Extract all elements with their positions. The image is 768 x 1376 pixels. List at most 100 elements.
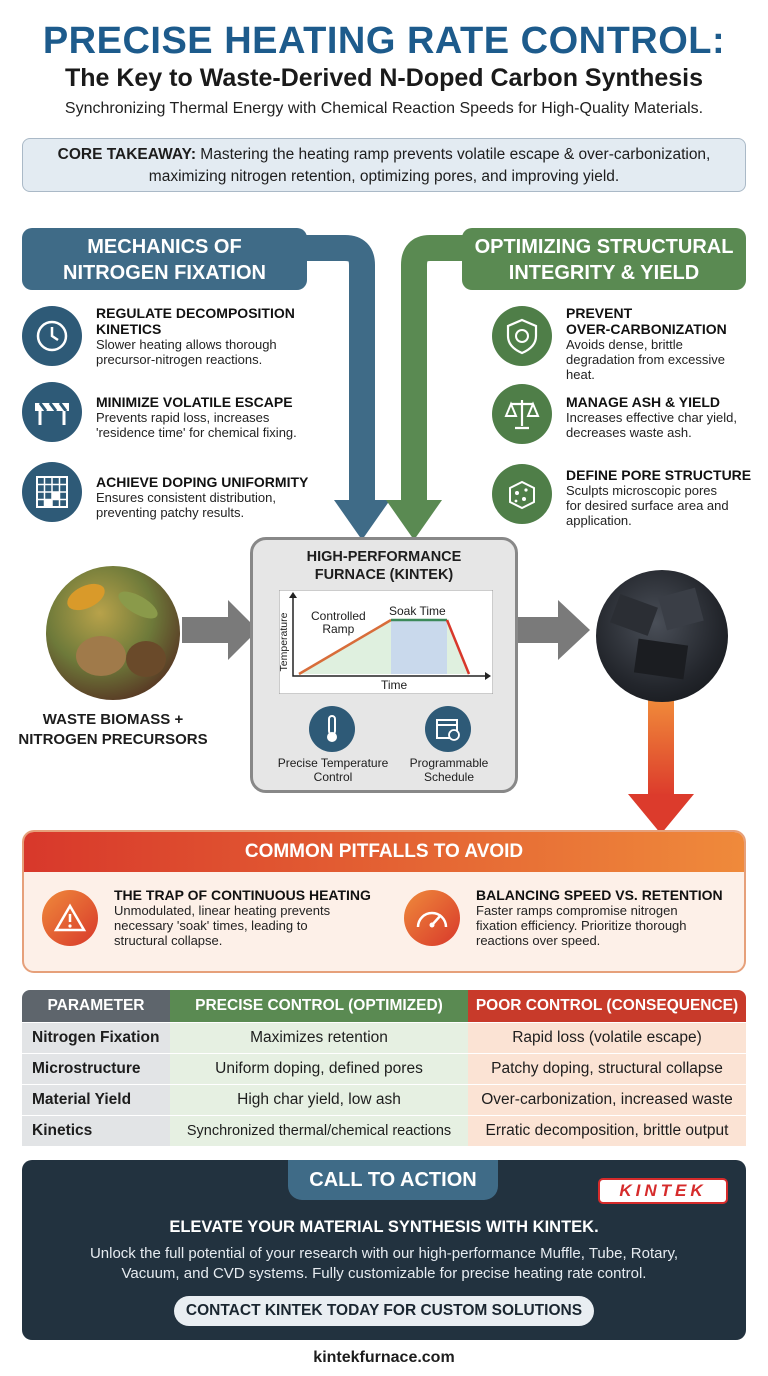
pitfalls-panel: COMMON PITFALLS TO AVOID THE TRAP OF CON… (22, 830, 746, 973)
row-1-poor: Rapid loss (volatile escape) (468, 1022, 746, 1054)
input-label: WASTE BIOMASS + NITROGEN PRECURSORS (0, 710, 226, 750)
left-item-3-desc-2: preventing patchy results. (96, 505, 245, 520)
row-4-precise: Synchronized thermal/chemical reactions (170, 1115, 468, 1147)
pitfall-2-desc-2: fixation efficiency. Prioritize thorough (476, 918, 687, 933)
output-arrowhead (558, 600, 590, 660)
cta-body-2: Vacuum, and CVD systems. Fully customiza… (121, 1265, 647, 1282)
header-precise: PRECISE CONTROL (OPTIMIZED) (170, 990, 468, 1023)
left-title-2: NITROGEN FIXATION (63, 262, 266, 284)
balance-scale-icon (492, 384, 552, 444)
furnace-title: HIGH-PERFORMANCE FURNACE (KINTEK) (253, 548, 515, 584)
left-item-2-desc-2: 'residence time' for chemical fixing. (96, 425, 297, 440)
warning-icon (42, 890, 98, 946)
cta-headline: ELEVATE YOUR MATERIAL SYNTHESIS WITH KIN… (169, 1218, 599, 1236)
cta-body: Unlock the full potential of your resear… (22, 1244, 746, 1284)
furnace-control-label-2: Programmable Schedule (393, 756, 505, 784)
furnace-title-1: HIGH-PERFORMANCE (306, 549, 462, 565)
left-item-1-desc-1: Slower heating allows thorough (96, 337, 277, 352)
header-poor: POOR CONTROL (CONSEQUENCE) (468, 990, 746, 1023)
core-text-1: Mastering the heating ramp prevents vola… (196, 146, 711, 163)
pitfall-1-desc-1: Unmodulated, linear heating prevents (114, 903, 331, 918)
blue-arrowhead (334, 500, 390, 540)
right-item-3: DEFINE PORE STRUCTURE Sculpts microscopi… (566, 467, 766, 528)
left-item-3: ACHIEVE DOPING UNIFORMITY Ensures consis… (96, 474, 326, 520)
result-arrow-shaft (648, 700, 674, 796)
table-row: Nitrogen Fixation Maximizes retention Ra… (22, 1022, 746, 1054)
row-1-precise: Maximizes retention (170, 1022, 468, 1054)
right-item-3-desc-3: application. (566, 513, 632, 528)
row-2-param: Microstructure (22, 1053, 170, 1085)
core-takeaway-box: CORE TAKEAWAY: Mastering the heating ram… (22, 138, 746, 192)
clock-icon (22, 306, 82, 366)
right-title-1: OPTIMIZING STRUCTURAL (474, 236, 734, 258)
left-item-2-desc-1: Prevents rapid loss, increases (96, 410, 270, 425)
kintek-logo: KINTEK (598, 1178, 728, 1204)
chart-soak-label: Soak Time (389, 604, 446, 618)
ctrl1-line-1: Precise Temperature (277, 756, 389, 770)
page-title: PRECISE HEATING RATE CONTROL: (42, 20, 726, 62)
contact-button[interactable]: CONTACT KINTEK TODAY FOR CUSTOM SOLUTION… (174, 1296, 594, 1326)
row-4-poor: Erratic decomposition, brittle output (468, 1115, 746, 1147)
ctrl2-line-1: Programmable (409, 756, 489, 770)
carbon-product-image (596, 570, 728, 702)
ctrl1-line-2: Control (313, 770, 353, 784)
left-item-1-title: REGULATE DECOMPOSITION (96, 305, 295, 321)
output-arrow-shaft (518, 617, 560, 643)
left-item-2: MINIMIZE VOLATILE ESCAPE Prevents rapid … (96, 394, 326, 440)
furnace-control-label-1: Precise Temperature Control (271, 756, 395, 784)
row-3-param: Material Yield (22, 1084, 170, 1116)
input-arrow-shaft (182, 617, 230, 643)
right-item-2-desc-2: decreases waste ash. (566, 425, 692, 440)
furnace-panel: HIGH-PERFORMANCE FURNACE (KINTEK) Contro… (250, 537, 518, 793)
speedometer-icon (404, 890, 460, 946)
shield-molecule-icon (492, 306, 552, 366)
ramp-label-1: Controlled (311, 609, 366, 623)
cta-body-1: Unlock the full potential of your resear… (89, 1245, 679, 1262)
table-header-row: PARAMETER PRECISE CONTROL (OPTIMIZED) PO… (22, 990, 746, 1023)
right-item-1: PREVENT OVER-CARBONIZATION Avoids dense,… (566, 305, 756, 382)
chart-y-label: Temperature (278, 612, 290, 672)
page-tagline: Synchronizing Thermal Energy with Chemic… (64, 100, 704, 117)
table-row: Material Yield High char yield, low ash … (22, 1084, 746, 1116)
right-section-header: OPTIMIZING STRUCTURAL INTEGRITY & YIELD (462, 228, 746, 290)
right-item-3-title: DEFINE PORE STRUCTURE (566, 467, 752, 483)
cta-tab: CALL TO ACTION (288, 1160, 498, 1200)
right-title-2: INTEGRITY & YIELD (508, 262, 700, 284)
chart-x-label: Time (381, 678, 408, 692)
blue-connector (300, 235, 375, 505)
table-row: Kinetics Synchronized thermal/chemical r… (22, 1115, 746, 1147)
porous-cube-icon (492, 464, 552, 524)
right-item-1-title: PREVENT (566, 305, 633, 321)
right-item-3-desc-1: Sculpts microscopic pores (566, 483, 717, 498)
row-3-poor: Over-carbonization, increased waste (468, 1084, 746, 1116)
chart-axes (292, 596, 485, 677)
right-item-1-title-2: OVER-CARBONIZATION (566, 321, 727, 337)
barrier-icon (22, 382, 82, 442)
pitfall-2-title: BALANCING SPEED VS. RETENTION (476, 887, 723, 903)
row-3-precise: High char yield, low ash (170, 1084, 468, 1116)
biomass-image (46, 566, 180, 700)
grid-icon (22, 462, 82, 522)
input-label-2: NITROGEN PRECURSORS (18, 731, 208, 748)
pitfall-1-title: THE TRAP OF CONTINUOUS HEATING (114, 887, 371, 903)
pitfall-2-desc-1: Faster ramps compromise nitrogen (476, 903, 678, 918)
row-2-poor: Patchy doping, structural collapse (468, 1053, 746, 1085)
left-item-3-title: ACHIEVE DOPING UNIFORMITY (96, 474, 309, 490)
furnace-title-2: FURNACE (KINTEK) (314, 567, 454, 583)
comparison-table: PARAMETER PRECISE CONTROL (OPTIMIZED) PO… (22, 990, 746, 1147)
pitfall-2: BALANCING SPEED VS. RETENTION Faster ram… (476, 887, 736, 948)
right-item-2: MANAGE ASH & YIELD Increases effective c… (566, 394, 766, 440)
pitfall-1: THE TRAP OF CONTINUOUS HEATING Unmodulat… (114, 887, 394, 948)
green-arrowhead (386, 500, 442, 540)
calendar-clock-icon (425, 706, 471, 752)
cool-line (445, 619, 471, 675)
page-subtitle: The Key to Waste-Derived N-Doped Carbon … (64, 64, 704, 92)
row-1-param: Nitrogen Fixation (22, 1022, 170, 1054)
pitfall-2-desc-3: reactions over speed. (476, 933, 601, 948)
left-item-2-title: MINIMIZE VOLATILE ESCAPE (96, 394, 293, 410)
heating-profile-chart (279, 590, 493, 694)
right-item-2-title: MANAGE ASH & YIELD (566, 394, 721, 410)
left-item-1-title-2: KINETICS (96, 321, 162, 337)
footer-url[interactable]: kintekfurnace.com (313, 1349, 455, 1366)
input-label-1: WASTE BIOMASS + (42, 711, 184, 728)
